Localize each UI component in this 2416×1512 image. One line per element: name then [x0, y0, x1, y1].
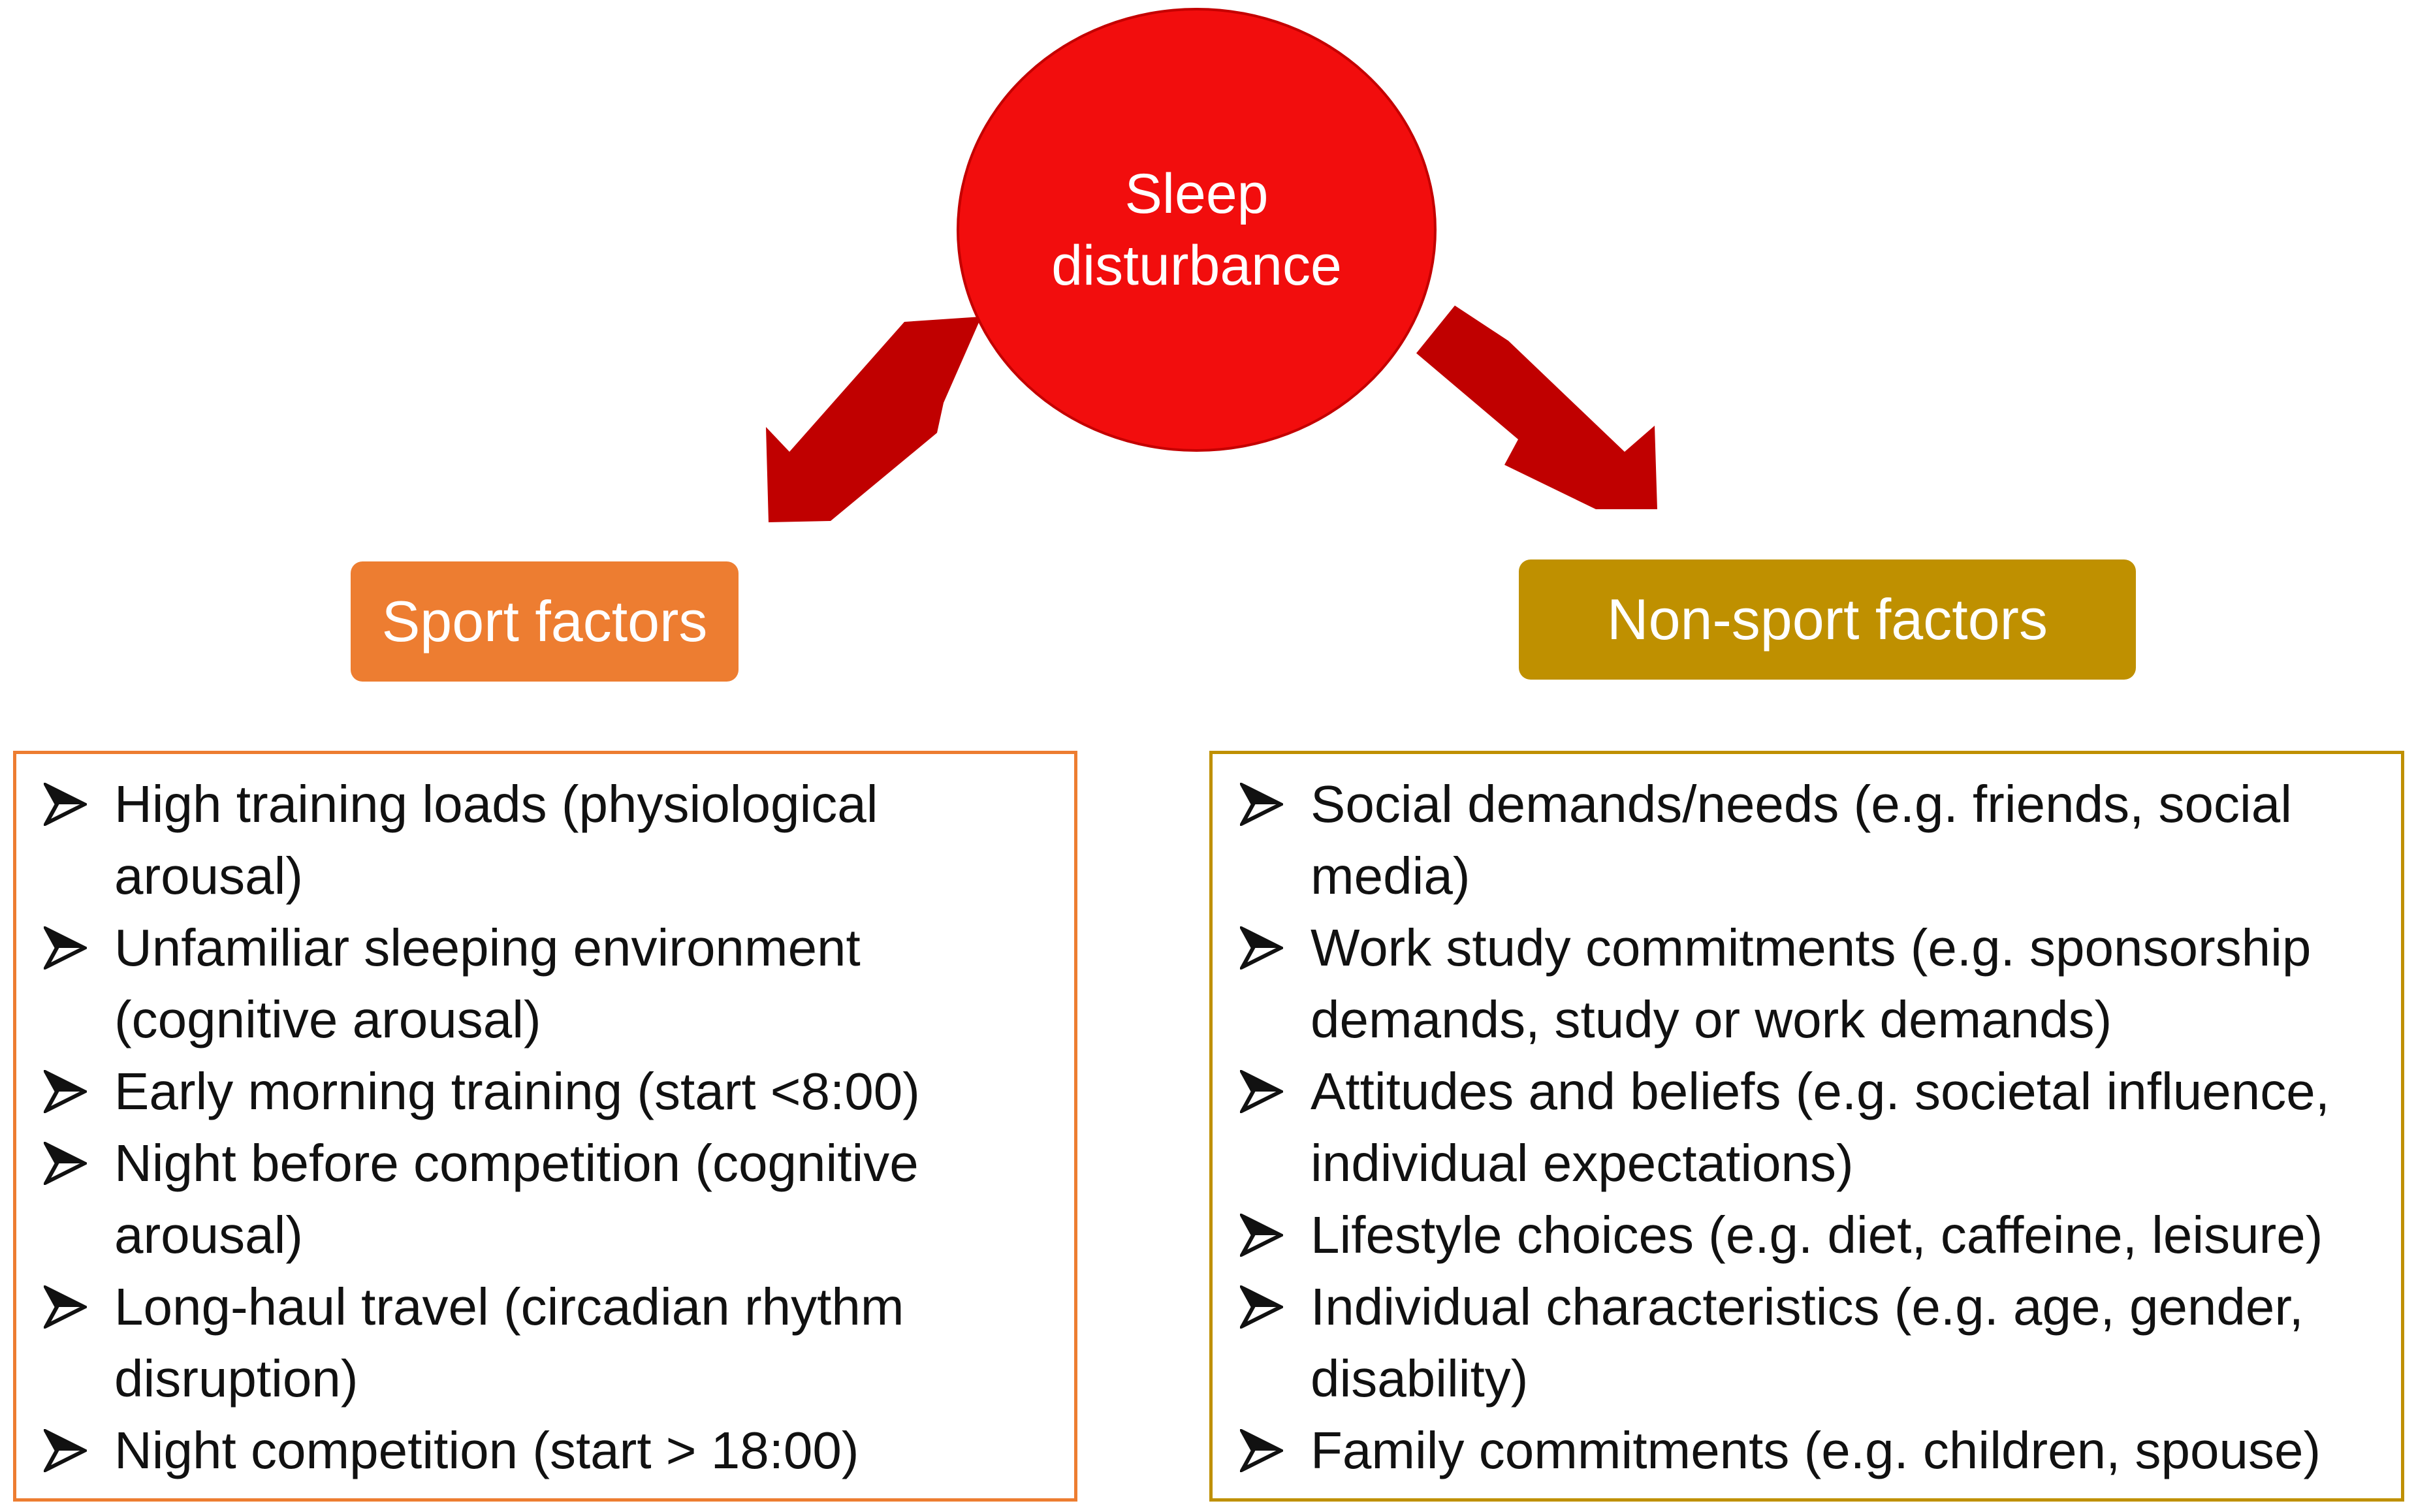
- arrowhead-bullet-icon: [44, 926, 87, 969]
- factor-text: Social demands/needs (e.g. friends, soci…: [1311, 775, 2293, 905]
- factor-item: Individual characteristics (e.g. age, ge…: [1240, 1271, 2381, 1415]
- arrowhead-bullet-icon: [1240, 1070, 1283, 1113]
- factor-text: Family commitments (e.g. children, spous…: [1311, 1421, 2321, 1479]
- factor-item: Lifestyle choices (e.g. diet, caffeine, …: [1240, 1199, 2381, 1271]
- arrowhead-bullet-icon: [44, 783, 87, 826]
- non-sport-factors-heading: Non-sport factors: [1519, 559, 2136, 680]
- factor-text: Work study commitments (e.g. sponsorship…: [1311, 919, 2312, 1048]
- factor-item: Social demands/needs (e.g. friends, soci…: [1240, 768, 2381, 912]
- sport-factors-heading: Sport factors: [351, 561, 739, 682]
- factor-text: Attitudes and beliefs (e.g. societal inf…: [1311, 1062, 2330, 1192]
- factor-text: Night before competition (cognitive arou…: [114, 1134, 919, 1264]
- factor-item: Family commitments (e.g. children, spous…: [1240, 1415, 2381, 1487]
- factor-text: Unfamiliar sleeping environment (cogniti…: [114, 919, 861, 1048]
- arrow-to-non-sport-factors: [1416, 306, 1657, 509]
- factor-item: Night before competition (cognitive arou…: [44, 1127, 1055, 1271]
- arrowhead-bullet-icon: [1240, 1214, 1283, 1257]
- arrowhead-bullet-icon: [1240, 926, 1283, 969]
- non-sport-factors-label: Non-sport factors: [1607, 587, 2048, 652]
- factor-item: Attitudes and beliefs (e.g. societal inf…: [1240, 1056, 2381, 1199]
- sport-factors-label: Sport factors: [381, 589, 708, 654]
- factor-text: Early morning training (start <8:00): [114, 1062, 920, 1120]
- non-sport-factors-list: Social demands/needs (e.g. friends, soci…: [1240, 768, 2381, 1487]
- sport-factors-box: High training loads (physiological arous…: [13, 751, 1077, 1502]
- factor-text: Long-haul travel (circadian rhythm disru…: [114, 1278, 904, 1408]
- factor-item: Unfamiliar sleeping environment (cogniti…: [44, 912, 1055, 1056]
- arrowhead-bullet-icon: [44, 1285, 87, 1329]
- factor-text: Individual characteristics (e.g. age, ge…: [1311, 1278, 2304, 1408]
- arrow-to-sport-factors: [766, 317, 981, 522]
- arrowhead-bullet-icon: [44, 1429, 87, 1472]
- factor-item: High training loads (physiological arous…: [44, 768, 1055, 912]
- factor-item: Early morning training (start <8:00): [44, 1056, 1055, 1127]
- factor-item: Work study commitments (e.g. sponsorship…: [1240, 912, 2381, 1056]
- sport-factors-list: High training loads (physiological arous…: [44, 768, 1055, 1487]
- factor-text: High training loads (physiological arous…: [114, 775, 878, 905]
- factor-text: Night competition (start > 18:00): [114, 1421, 859, 1479]
- arrowhead-bullet-icon: [1240, 1285, 1283, 1329]
- non-sport-factors-box: Social demands/needs (e.g. friends, soci…: [1209, 751, 2404, 1502]
- factor-text: Lifestyle choices (e.g. diet, caffeine, …: [1311, 1206, 2323, 1264]
- sleep-disturbance-label: Sleep disturbance: [1051, 162, 1342, 297]
- arrowhead-bullet-icon: [44, 1142, 87, 1185]
- factor-item: Long-haul travel (circadian rhythm disru…: [44, 1271, 1055, 1415]
- arrowhead-bullet-icon: [1240, 783, 1283, 826]
- arrowhead-bullet-icon: [44, 1070, 87, 1113]
- factor-item: Night competition (start > 18:00): [44, 1415, 1055, 1487]
- arrowhead-bullet-icon: [1240, 1429, 1283, 1472]
- sleep-disturbance-node: Sleep disturbance: [957, 8, 1437, 452]
